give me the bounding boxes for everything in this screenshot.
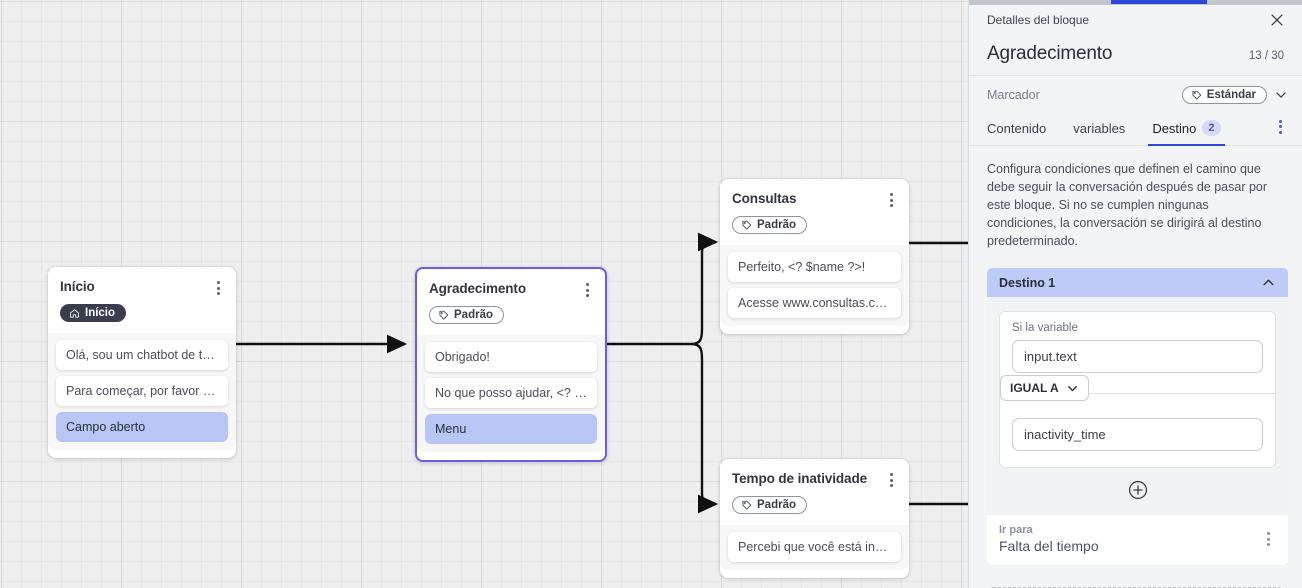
tab-variables[interactable]: variables (1073, 115, 1125, 145)
node-message[interactable]: Acesse www.consultas.com par... (728, 287, 901, 318)
node-tag-row: Padrão (417, 299, 605, 335)
node-message[interactable]: Obrigado! (425, 341, 597, 372)
node-header: Agradecimento (417, 269, 605, 299)
node-title: Tempo de inatividade (732, 471, 868, 486)
node-tag-row: Início (48, 297, 236, 333)
node-message[interactable]: Perfeito, <? $name ?>! (728, 251, 901, 282)
tab-label: variables (1073, 120, 1126, 136)
chevron-down-icon (1067, 385, 1077, 391)
node-menu-icon[interactable] (579, 281, 595, 299)
panel-tabs: Contenido variables Destino 2 (969, 114, 1302, 146)
node-messages-area: Perfeito, <? $name ?>! Acesse www.consul… (720, 244, 909, 326)
node-messages-area: Percebi que você está inativo. C... (720, 524, 909, 570)
node-tag-badge[interactable]: Padrão (732, 216, 807, 234)
tab-contenido[interactable]: Contenido (987, 115, 1046, 145)
node-tag-label: Padrão (757, 499, 796, 511)
tab-label: Destino (1152, 120, 1197, 136)
node-header: Consultas (720, 179, 909, 209)
goto-label: Ir para (999, 524, 1033, 536)
tag-icon (742, 220, 752, 229)
node-header: Tempo de inatividade (720, 459, 909, 489)
node-tag-badge[interactable]: Padrão (732, 496, 807, 514)
node-menu-icon[interactable] (883, 191, 899, 209)
block-details-panel: Detalles del bloque Agradecimento 13 / 3… (968, 0, 1302, 588)
panel-content: Configura condiciones que definen el cam… (969, 146, 1302, 588)
goto-value: Falta del tiempo (999, 538, 1099, 554)
progress-bar-fill (1111, 0, 1207, 4)
node-header: Início (48, 267, 236, 297)
condition-label: Si la variable (1012, 322, 1078, 334)
page-title: Agradecimento (987, 43, 1113, 64)
operator-row: IGUAL A (1000, 375, 1275, 402)
node-tag-badge[interactable]: Padrão (429, 306, 504, 324)
char-counter: 13 / 30 (1248, 50, 1284, 62)
node-tag-label: Padrão (757, 219, 796, 231)
goto-menu-icon[interactable] (1260, 530, 1276, 548)
node-menu-icon[interactable] (210, 279, 226, 297)
node-message-list: Obrigado! No que posso ajudar, <? $name … (417, 341, 605, 444)
node-message[interactable]: No que posso ajudar, <? $name ... (425, 377, 597, 408)
node-tag-badge[interactable]: Início (60, 304, 127, 322)
goto-row[interactable]: Ir para Falta del tiempo (987, 515, 1288, 565)
tag-icon (1192, 90, 1201, 99)
node-message-highlighted[interactable]: Menu (425, 413, 597, 444)
flow-node-tempo-de-inatividade[interactable]: Tempo de inatividade Padrão Percebi que … (720, 459, 909, 578)
node-tag-row: Padrão (720, 489, 909, 525)
tab-label: Contenido (987, 120, 1047, 136)
chevron-up-icon[interactable] (1261, 275, 1276, 290)
panel-header-title: Detalles del bloque (987, 13, 1090, 27)
node-message[interactable]: Percebi que você está inativo. C... (728, 531, 901, 562)
tab-destino[interactable]: Destino 2 (1148, 114, 1225, 146)
destination-description: Configura condiciones que definen el cam… (987, 162, 1268, 248)
tag-icon (742, 500, 752, 509)
tab-badge: 2 (1202, 120, 1221, 136)
flow-node-inicio[interactable]: Início Início Olá, sou um chatbot de tes… (48, 267, 236, 458)
node-message-list: Perfeito, <? $name ?>! Acesse www.consul… (720, 251, 909, 318)
node-message-highlighted[interactable]: Campo aberto (56, 411, 228, 442)
panel-title-row: Agradecimento 13 / 30 (969, 37, 1302, 76)
panel-header: Detalles del bloque (969, 5, 1302, 37)
plus-circle-icon[interactable] (1127, 479, 1149, 501)
operator-label: IGUAL A (1010, 381, 1059, 395)
condition-group: Si la variable input.text IGUAL A in (999, 311, 1276, 468)
variable-input[interactable]: input.text (1012, 340, 1263, 373)
node-message-list: Percebi que você está inativo. C... (720, 531, 909, 562)
flow-node-agradecimento[interactable]: Agradecimento Padrão Obrigado! No que po… (415, 267, 607, 462)
flow-node-consultas[interactable]: Consultas Padrão Perfeito, <? $name ?>! … (720, 179, 909, 334)
operator-divider (1000, 393, 1275, 394)
close-icon[interactable] (1268, 11, 1286, 29)
node-messages-area: Olá, sou um chatbot de teste! Para começ… (48, 332, 236, 450)
node-message[interactable]: Para começar, por favor digite o ... (56, 375, 228, 406)
goto-text-group: Ir para Falta del tiempo (999, 524, 1099, 554)
node-message[interactable]: Olá, sou um chatbot de teste! (56, 339, 228, 370)
tag-icon (439, 310, 449, 319)
destination-header[interactable]: Destino 1 (987, 268, 1288, 297)
node-title: Início (60, 279, 95, 294)
node-menu-icon[interactable] (883, 471, 899, 489)
progress-bar-track (969, 0, 1302, 5)
marcador-row: Marcador Estándar (969, 76, 1302, 114)
node-tag-row: Padrão (720, 209, 909, 245)
flow-canvas[interactable]: Início Início Olá, sou um chatbot de tes… (0, 0, 968, 588)
node-messages-area: Obrigado! No que posso ajudar, <? $name … (417, 334, 605, 452)
home-icon (70, 308, 79, 318)
node-title: Agradecimento (429, 281, 526, 296)
node-title: Consultas (732, 191, 797, 206)
destination-body: Si la variable input.text IGUAL A in (987, 297, 1288, 515)
marcador-label: Marcador (987, 88, 1040, 102)
destination-header-title: Destino 1 (999, 275, 1056, 290)
marcador-chip[interactable]: Estándar (1181, 86, 1267, 104)
node-tag-label: Padrão (454, 309, 493, 321)
node-tag-label: Início (85, 307, 116, 319)
node-message-list: Olá, sou um chatbot de teste! Para começ… (48, 339, 236, 442)
destination-card: Destino 1 Si la variable input.text (987, 268, 1288, 565)
add-condition-row (999, 468, 1276, 507)
chevron-down-icon[interactable] (1274, 88, 1288, 102)
panel-overflow-menu-icon[interactable] (1272, 118, 1288, 136)
marcador-chip-label: Estándar (1206, 89, 1256, 101)
operator-select[interactable]: IGUAL A (1000, 375, 1089, 401)
compare-value-input[interactable]: inactivity_time (1012, 418, 1263, 451)
marcador-control[interactable]: Estándar (1181, 86, 1288, 104)
